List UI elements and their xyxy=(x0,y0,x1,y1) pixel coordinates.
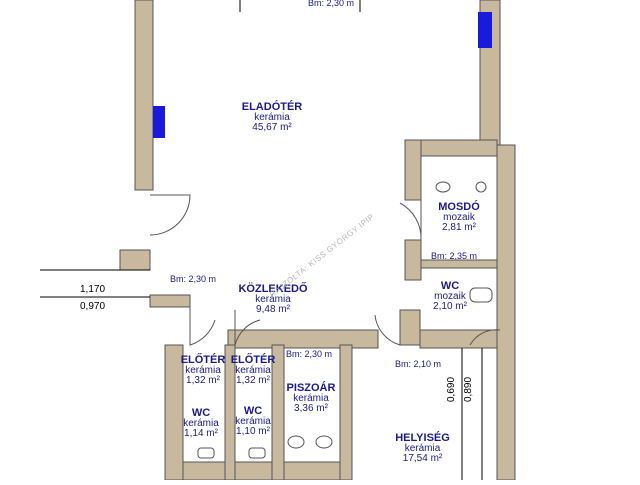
room-wc-2: WC kerámia 1,10 m² xyxy=(235,405,271,437)
ceiling-height-helyiseg: Bm: 2,10 m xyxy=(395,359,442,369)
room-wc-1: WC kerámia 1,14 m² xyxy=(183,407,219,439)
dimension-left-upper: 1,170 xyxy=(80,284,106,295)
dimension-vertical-b: 0,890 xyxy=(463,376,474,402)
room-helyiseg: HELYISÉG kerámia 17,54 m² xyxy=(395,432,450,464)
room-kozlekedo: KÖZLEKEDŐ kerámia 9,48 m² xyxy=(238,283,308,315)
dimension-left-lower: 0,970 xyxy=(80,301,106,312)
room-mosdo: MOSDÓ mozaik 2,81 m² xyxy=(438,201,480,233)
wall-segment xyxy=(134,0,154,191)
ceiling-height-mosdo: Bm: 2,35 m xyxy=(431,251,478,261)
room-wc-right: WC mozaik 2,10 m² xyxy=(433,280,467,312)
room-eloter-1: ELŐTÉR kerámia 1,32 m² xyxy=(180,354,226,386)
ceiling-height-kozlekedo: Bm: 2,30 m xyxy=(170,274,217,284)
ceiling-height-piszoar: Bm: 2,30 m xyxy=(286,349,333,359)
ceiling-height-top: Bm: 2,30 m xyxy=(308,0,355,8)
dimension-vertical-a: 0,690 xyxy=(446,376,457,402)
room-piszoar: PISZOÁR kerámia 3,36 m² xyxy=(286,382,336,414)
room-eladoter: ELADÓTÉR kerámia 45,67 m² xyxy=(241,101,303,133)
room-eloter-2: ELŐTÉR kerámia 1,32 m² xyxy=(230,354,276,386)
